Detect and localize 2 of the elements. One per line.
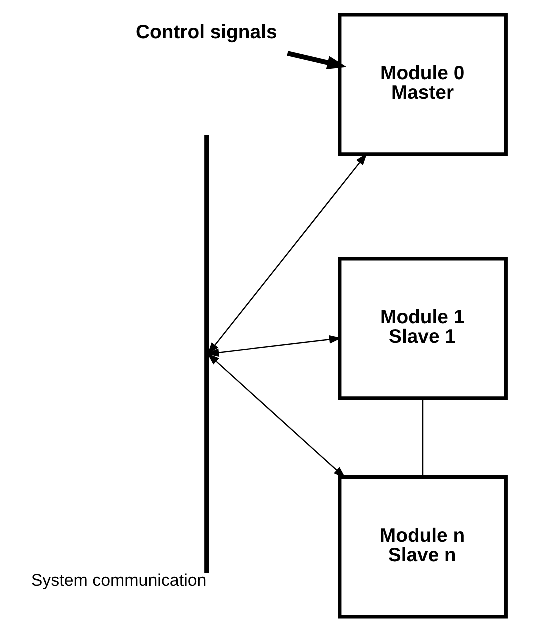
- node-label: System communication: [30, 571, 206, 590]
- node-text: Control signals: [136, 21, 277, 44]
